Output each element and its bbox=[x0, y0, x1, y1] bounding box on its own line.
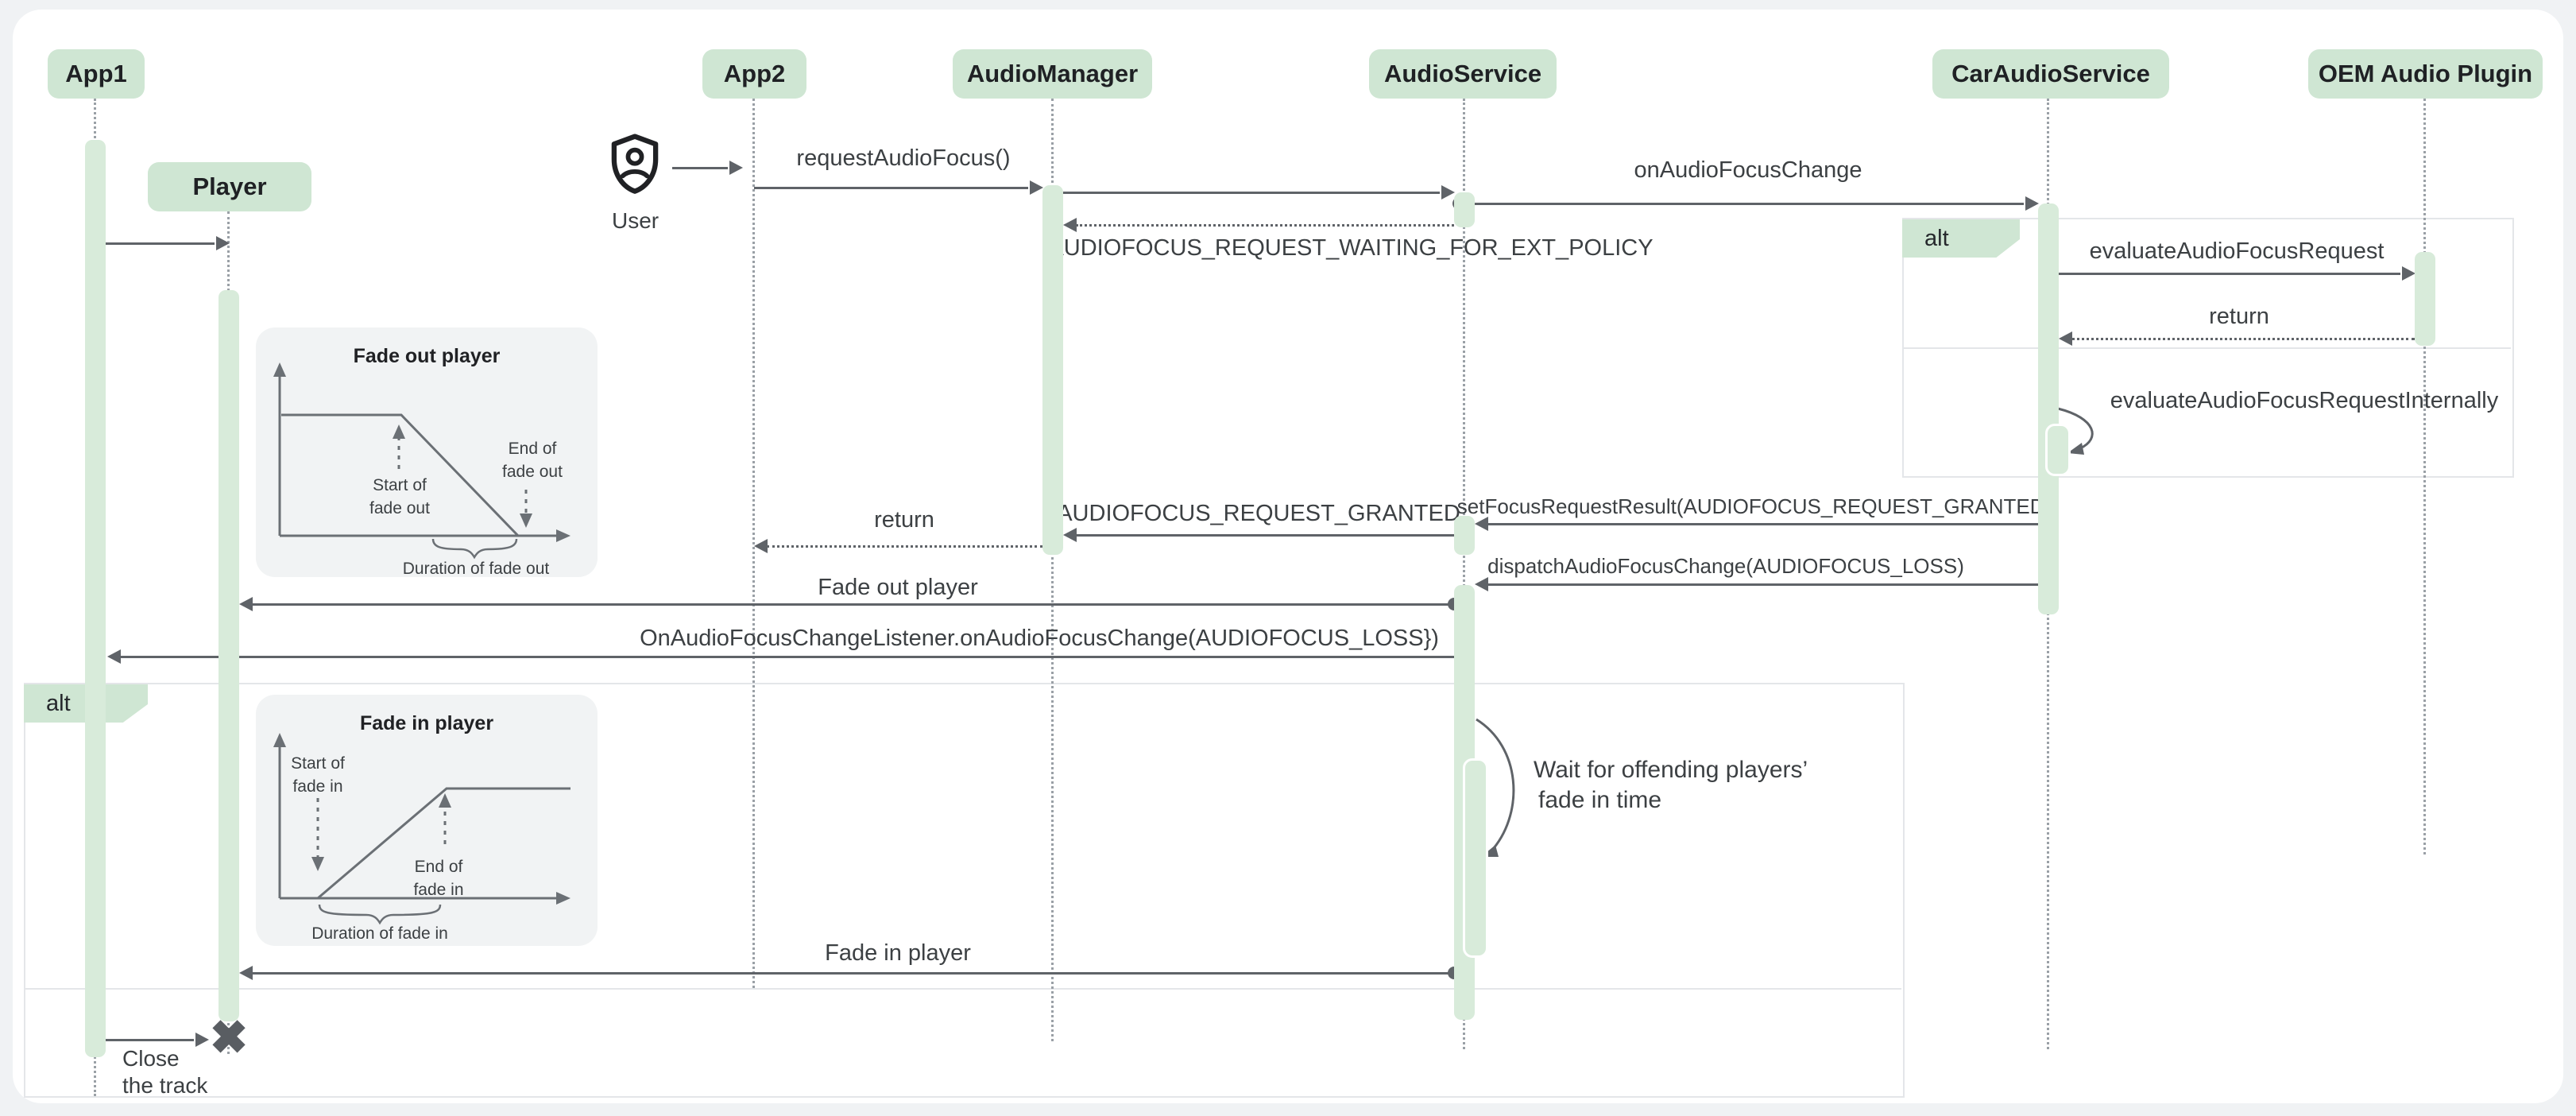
msg-fade-out-player-line bbox=[252, 603, 1454, 606]
msg-close-track-arrowhead bbox=[195, 1033, 209, 1047]
participant-label: OEM Audio Plugin bbox=[2318, 60, 2533, 87]
msg-on-audio-focus-change-line bbox=[1465, 203, 2024, 205]
fade-in-curve-chart bbox=[273, 733, 571, 925]
fade-in-duration-label: Duration of fade in bbox=[311, 924, 448, 943]
activation-oem bbox=[2415, 252, 2435, 346]
activation-audioservice-wait-nested bbox=[1463, 758, 1488, 958]
msg-app1-player-line bbox=[106, 242, 215, 245]
msg-waiting-policy-line bbox=[1076, 224, 1454, 227]
participant-label: Player bbox=[192, 172, 267, 200]
wait-note-line1: Wait for offending players’ bbox=[1534, 757, 1808, 783]
participant-app1: App1 bbox=[48, 49, 145, 99]
participant-label: App2 bbox=[723, 60, 786, 87]
alt-frame-ext-policy-tab: alt bbox=[1902, 219, 2020, 258]
participant-label: CarAudioService bbox=[1951, 60, 2150, 87]
fade-out-inset-title: Fade out player bbox=[353, 345, 501, 367]
activation-player bbox=[219, 290, 239, 1021]
participant-label: AudioManager bbox=[966, 60, 1139, 87]
msg-request-audio-focus-line bbox=[754, 187, 1028, 189]
activation-audioservice-granted bbox=[1454, 516, 1475, 555]
msg-evaluate-request-arrowhead bbox=[2402, 266, 2415, 281]
msg-app1-player-arrowhead bbox=[216, 236, 230, 250]
msg-waiting-policy-arrowhead bbox=[1063, 218, 1077, 232]
msg-request-audio-focus-label: requestAudioFocus() bbox=[796, 145, 1011, 171]
msg-fade-in-player-arrowhead bbox=[239, 966, 253, 980]
msg-waiting-policy-label: AUDIOFOCUS_REQUEST_WAITING_FOR_EXT_POLIC… bbox=[1048, 235, 1654, 261]
msg-evaluate-internally-label: evaluateAudioFocusRequestInternally bbox=[2110, 388, 2499, 413]
fade-in-inset-title: Fade in player bbox=[359, 712, 494, 734]
msg-evaluate-return-label: return bbox=[2209, 304, 2269, 329]
alt-frame-fade-divider bbox=[24, 988, 1901, 990]
lifeline-oem bbox=[2423, 99, 2426, 854]
msg-evaluate-request-line bbox=[2059, 273, 2400, 275]
msg-request-granted-line bbox=[1076, 534, 1454, 537]
user-arrowhead bbox=[729, 161, 743, 175]
activation-app1 bbox=[85, 140, 106, 1057]
msg-request-granted-label: AUDIOFOCUS_REQUEST_GRANTED bbox=[1057, 501, 1460, 526]
user-label: User bbox=[612, 208, 659, 233]
msg-evaluate-return-arrowhead bbox=[2059, 331, 2072, 346]
msg-focus-change-listener-arrowhead bbox=[107, 649, 121, 664]
participant-audioservice: AudioService bbox=[1369, 49, 1557, 99]
msg-evaluate-internally-self-arrow bbox=[2057, 407, 2094, 455]
participant-caraudioservice: CarAudioService bbox=[1932, 49, 2169, 99]
msg-fade-out-player-arrowhead bbox=[239, 597, 253, 611]
msg-evaluate-return-line bbox=[2071, 338, 2415, 340]
msg-granted-return-label: return bbox=[874, 507, 934, 533]
msg-fade-in-player-line bbox=[252, 972, 1454, 975]
msg-dispatch-change-line bbox=[1487, 583, 2038, 586]
msg-on-audio-focus-change-arrowhead bbox=[2025, 196, 2039, 211]
destroy-x-icon: ✖ bbox=[209, 1012, 249, 1064]
close-track-label-line1: Close bbox=[122, 1046, 180, 1071]
participant-player: Player bbox=[148, 162, 311, 211]
alt-frame-ext-policy-divider bbox=[1902, 347, 2511, 349]
participant-label: AudioService bbox=[1383, 60, 1542, 87]
msg-audiomanager-audioservice-arrowhead bbox=[1441, 185, 1455, 200]
fade-out-curve-chart bbox=[273, 362, 571, 560]
user-arrow-line bbox=[672, 167, 728, 169]
msg-set-focus-result-line bbox=[1487, 523, 2038, 525]
alt-label: alt bbox=[1924, 225, 1949, 251]
msg-fade-in-player-label: Fade in player bbox=[825, 940, 971, 966]
activation-caraudioservice-internal-nested bbox=[2045, 424, 2071, 476]
user-shield-icon bbox=[611, 134, 659, 194]
participant-app2: App2 bbox=[702, 49, 806, 99]
lifeline-audioservice bbox=[1463, 99, 1465, 1049]
msg-granted-return-line bbox=[767, 545, 1042, 548]
close-track-label-line2: the track bbox=[122, 1073, 208, 1098]
msg-dispatch-change-label: dispatchAudioFocusChange(AUDIOFOCUS_LOSS… bbox=[1487, 554, 1964, 578]
msg-request-audio-focus-arrowhead bbox=[1030, 180, 1043, 195]
msg-on-audio-focus-change-label: onAudioFocusChange bbox=[1634, 157, 1862, 183]
alt-frame-fade bbox=[24, 683, 1905, 1098]
activation-audioservice-request bbox=[1454, 192, 1475, 227]
msg-focus-change-listener-label: OnAudioFocusChangeListener.onAudioFocusC… bbox=[640, 626, 1439, 651]
lifeline-audiomanager bbox=[1051, 99, 1054, 1041]
msg-request-granted-arrowhead bbox=[1063, 528, 1077, 542]
activation-caraudioservice bbox=[2038, 203, 2059, 614]
lifeline-app2 bbox=[752, 99, 755, 988]
participant-label: App1 bbox=[65, 60, 127, 87]
fade-out-duration-label: Duration of fade out bbox=[402, 560, 550, 578]
participant-audiomanager: AudioManager bbox=[953, 49, 1152, 99]
msg-fade-out-player-label: Fade out player bbox=[818, 575, 978, 600]
msg-set-focus-result-label: setFocusRequestResult(AUDIOFOCUS_REQUEST… bbox=[1456, 494, 2052, 518]
wait-note-line2: fade in time bbox=[1538, 787, 1662, 813]
msg-close-track-line bbox=[106, 1039, 194, 1041]
msg-granted-return-arrowhead bbox=[754, 539, 768, 553]
participant-oem-audio-plugin: OEM Audio Plugin bbox=[2308, 49, 2543, 99]
msg-audiomanager-audioservice-line bbox=[1063, 192, 1440, 194]
activation-audiomanager bbox=[1042, 185, 1063, 555]
msg-dispatch-change-arrowhead bbox=[1475, 577, 1488, 591]
msg-focus-change-listener-line bbox=[120, 656, 1464, 658]
msg-evaluate-request-label: evaluateAudioFocusRequest bbox=[2089, 238, 2385, 264]
msg-set-focus-result-arrowhead bbox=[1475, 517, 1488, 531]
alt-label: alt bbox=[46, 690, 71, 716]
